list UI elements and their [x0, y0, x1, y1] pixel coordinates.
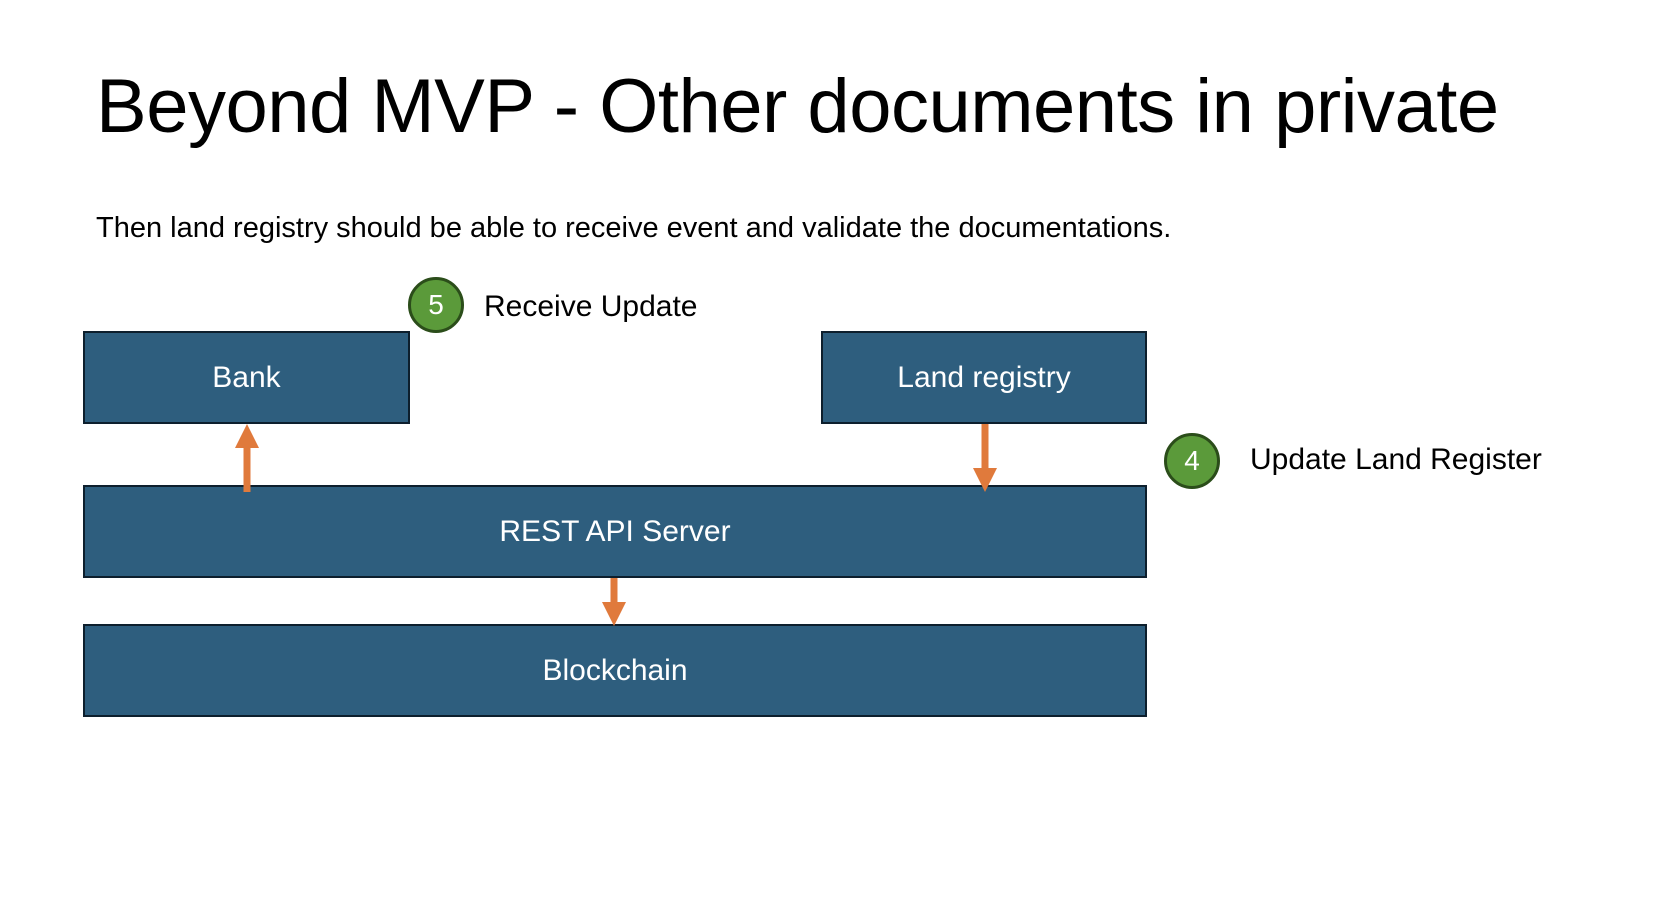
arrow-land-registry-to-api: [973, 424, 997, 492]
blockchain-node: Blockchain: [83, 624, 1147, 717]
slide-subtitle: Then land registry should be able to rec…: [96, 212, 1172, 244]
rest-api-server-node: REST API Server: [83, 485, 1147, 578]
step-5-number: 5: [428, 289, 444, 320]
step-5-badge: 5: [408, 277, 464, 333]
blockchain-node-label: Blockchain: [542, 653, 688, 687]
arrow-api-to-blockchain: [602, 578, 626, 626]
land-registry-node: Land registry: [821, 331, 1147, 424]
arrow-api-to-bank: [235, 424, 259, 492]
slide-title: Beyond MVP - Other documents in private: [96, 64, 1499, 149]
rest-api-server-node-label: REST API Server: [499, 514, 731, 548]
land-registry-node-label: Land registry: [897, 360, 1071, 394]
step-4-label: Update Land Register: [1250, 443, 1542, 476]
step-5-label: Receive Update: [484, 290, 698, 323]
bank-node-label: Bank: [212, 360, 281, 394]
step-4-badge: 4: [1164, 433, 1220, 489]
step-4-number: 4: [1184, 445, 1200, 476]
bank-node: Bank: [83, 331, 410, 424]
